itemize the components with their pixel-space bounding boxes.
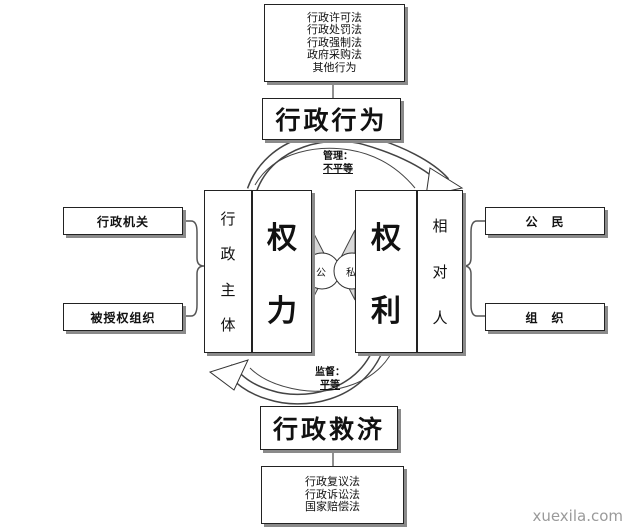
administrative-remedy-title: 行政救济 <box>260 406 398 450</box>
administrative-organ-box: 行政机关 <box>63 207 183 235</box>
law-item: 行政诉讼法 <box>305 487 360 501</box>
right-brace <box>463 220 485 317</box>
counterpart-box: 相 对 人 <box>417 190 463 353</box>
watermark: xuexila.com <box>532 507 623 525</box>
law-item: 行政处罚法 <box>307 23 362 37</box>
upper-inner-arc <box>254 147 416 189</box>
administrative-action-laws: 行政许可法 行政处罚法 行政强制法 政府采购法 其他行为 <box>264 4 405 82</box>
law-item: 行政复议法 <box>305 475 360 489</box>
law-item: 其他行为 <box>312 60 357 74</box>
law-item: 政府采购法 <box>307 48 362 62</box>
public-label: 公 <box>316 268 326 279</box>
administrative-action-title: 行政行为 <box>262 98 401 140</box>
authorized-organization-box: 被授权组织 <box>63 303 183 331</box>
citizen-box: 公 民 <box>485 207 605 235</box>
administrative-remedy-laws: 行政复议法 行政诉讼法 国家赔偿法 <box>261 466 404 524</box>
law-item: 国家赔偿法 <box>305 500 360 514</box>
private-label: 私 <box>346 268 356 279</box>
administrative-subject-box: 行 政 主 体 <box>204 190 252 353</box>
rights-box: 权 利 <box>355 190 417 353</box>
lower-inner-arc <box>249 344 396 392</box>
law-item: 行政强制法 <box>307 35 362 49</box>
management-note: 管理： 不平等 <box>323 151 353 175</box>
supervision-note: 监督： 平等 <box>315 367 345 391</box>
organization-box: 组 织 <box>485 303 605 331</box>
law-item: 行政许可法 <box>307 10 362 24</box>
left-brace <box>183 220 205 317</box>
lower-arrowhead <box>208 359 249 391</box>
power-box: 权 力 <box>252 190 312 353</box>
